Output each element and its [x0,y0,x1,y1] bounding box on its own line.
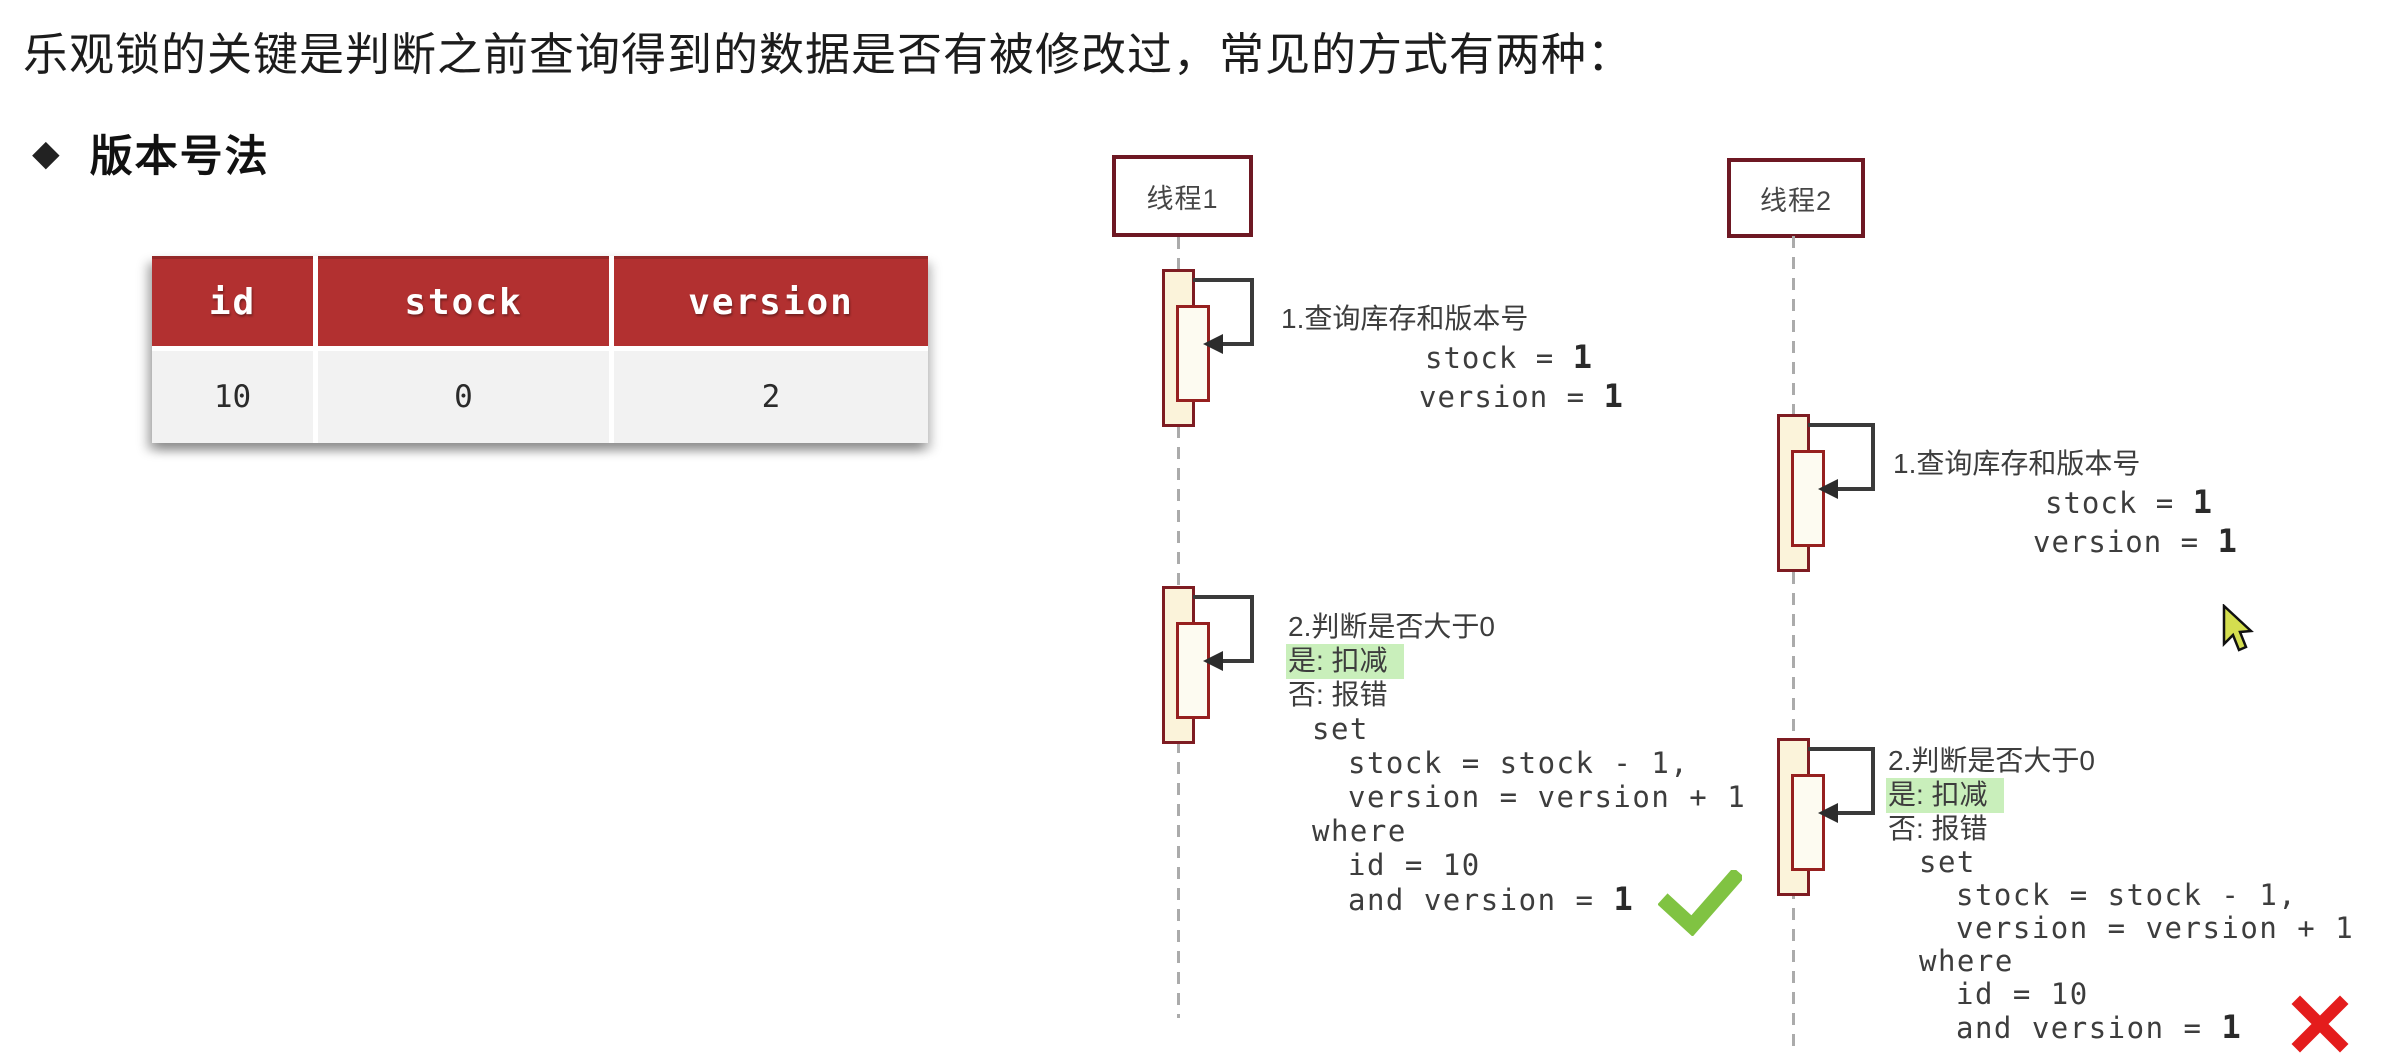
thread1-selfcall-arrow-2 [1193,595,1254,671]
section-title: 版本号法 [89,133,270,181]
thread2-step2-note: 2.判断是否大于0 是: 扣减 否: 报错 set stock = stock … [1886,744,2355,1046]
sql-line: id = 10 [1348,848,1481,882]
yes-branch: 是: 扣减 [1886,778,2354,813]
diamond-bullet-icon: ◆ [32,132,60,173]
thread2-activation1-inner [1791,450,1825,547]
thread2-lifeline [1792,236,1795,1046]
table-header-id: id [152,256,313,346]
thread2-step1-note: 1.查询库存和版本号 stock = 1 version = 1 [1893,445,2238,561]
green-highlight: 是: 扣减 [1286,644,1404,679]
sql-last-line: and version = 1 [1956,1008,2243,1046]
sql-last-line: and version = 1 [1348,880,1635,918]
thread2-activation2-inner [1791,774,1825,871]
step-title: 1.查询库存和版本号 [1893,448,2141,479]
stock-table: id stock version 10 0 2 [152,256,928,443]
thread1-selfcall-arrow-1 [1193,278,1254,354]
check-icon [1658,870,1742,936]
sql-line: stock = stock - 1, [1956,878,2298,912]
green-highlight: 是: 扣减 [1886,778,2004,813]
version-value-line: version = 1 [1419,377,1624,415]
step-title: 2.判断是否大于0 [1288,611,1495,642]
mouse-cursor-icon [2222,604,2254,652]
thread2-head-box: 线程2 [1727,158,1865,238]
thread1-label: 线程1 [1146,183,1219,214]
table-cell-stock: 0 [318,351,609,443]
thread2-selfcall-arrow-2 [1808,747,1875,823]
thread1-step2-note: 2.判断是否大于0 是: 扣减 否: 报错 set stock = stock … [1286,610,1747,918]
section-heading: ◆ 版本号法 [32,122,270,184]
yes-branch: 是: 扣减 [1286,644,1746,679]
sql-line: set [1919,845,1976,879]
version-value-line: version = 1 [2033,522,2238,560]
cross-icon [2291,995,2349,1053]
stock-value-line: stock = 1 [1425,338,1593,376]
sql-line: where [1919,944,2014,978]
table-header-row: id stock version [152,256,928,346]
table-header-version: version [614,256,928,346]
no-branch: 否: 报错 [1888,813,1988,844]
thread2-selfcall-arrow-1 [1808,423,1875,499]
sql-line: id = 10 [1956,977,2089,1011]
sql-line: version = version + 1 [1348,780,1747,814]
thread1-step1-note: 1.查询库存和版本号 stock = 1 version = 1 [1281,300,1624,416]
sql-line: set [1312,712,1369,746]
sql-line: version = version + 1 [1956,911,2355,945]
thread1-head-box: 线程1 [1112,155,1253,237]
table-cell-id: 10 [152,351,313,443]
sql-line: where [1312,814,1407,848]
table-data-row: 10 0 2 [152,351,928,443]
stock-value-line: stock = 1 [2045,483,2213,521]
step-title: 1.查询库存和版本号 [1281,303,1529,334]
step-title: 2.判断是否大于0 [1888,745,2095,776]
no-branch: 否: 报错 [1288,679,1388,710]
sql-line: stock = stock - 1, [1348,746,1690,780]
thread1-activation1-inner [1176,305,1210,402]
thread1-activation2-inner [1176,622,1210,719]
table-header-stock: stock [318,256,609,346]
intro-text: 乐观锁的关键是判断之前查询得到的数据是否有被修改过，常见的方式有两种： [23,29,1634,80]
thread2-label: 线程2 [1759,185,1833,216]
table-cell-version: 2 [614,351,928,443]
